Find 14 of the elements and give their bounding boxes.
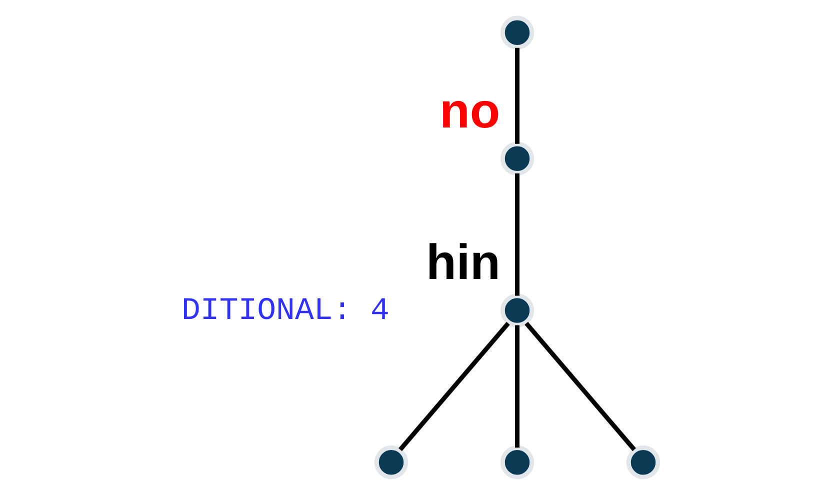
connector — [398, 321, 510, 451]
node-circle — [500, 15, 534, 49]
node-circle — [626, 445, 660, 479]
node-circle — [500, 141, 534, 175]
node-label: no — [440, 82, 500, 138]
node-circle — [500, 293, 534, 327]
connector — [515, 172, 520, 296]
connector — [515, 324, 520, 448]
node-label: hin — [426, 234, 500, 290]
connector — [524, 321, 636, 451]
label: DITIONAL: 4 — [182, 293, 390, 328]
node-circle — [500, 445, 534, 479]
node-circle — [374, 445, 408, 479]
connector — [515, 47, 520, 144]
